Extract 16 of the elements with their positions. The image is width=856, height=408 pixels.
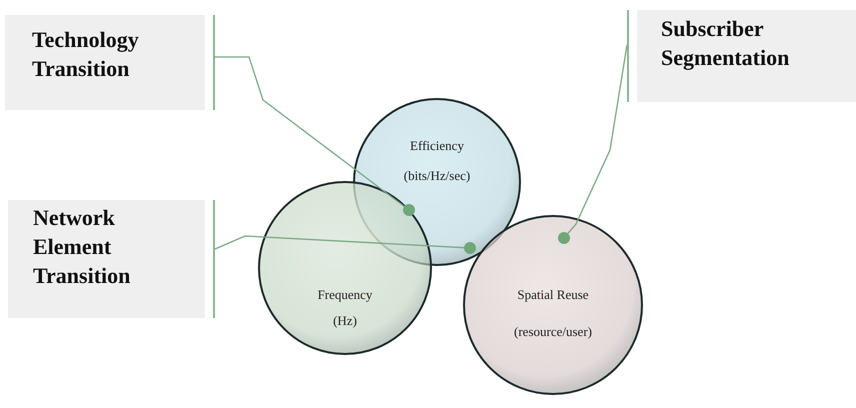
circle-text: Frequency (316, 287, 374, 303)
circle-text: (bits/Hz/sec) (402, 168, 472, 184)
label-box (627, 10, 856, 102)
circle-text: (resource/user) (513, 324, 593, 340)
label-text: Technology Transition (32, 26, 140, 83)
circle-text: Efficiency (409, 138, 465, 154)
leader-line (567, 44, 628, 234)
label-text: Network Element Transition (33, 204, 132, 290)
circle-text: Spatial Reuse (516, 287, 590, 303)
leader-line (214, 56, 405, 207)
label-box (5, 15, 215, 110)
label-box (8, 200, 215, 318)
label-text: Subscriber Segmentation (661, 15, 790, 72)
leader-line (214, 235, 464, 250)
leader-dot (558, 232, 570, 244)
circle-text: (Hz) (332, 313, 358, 329)
